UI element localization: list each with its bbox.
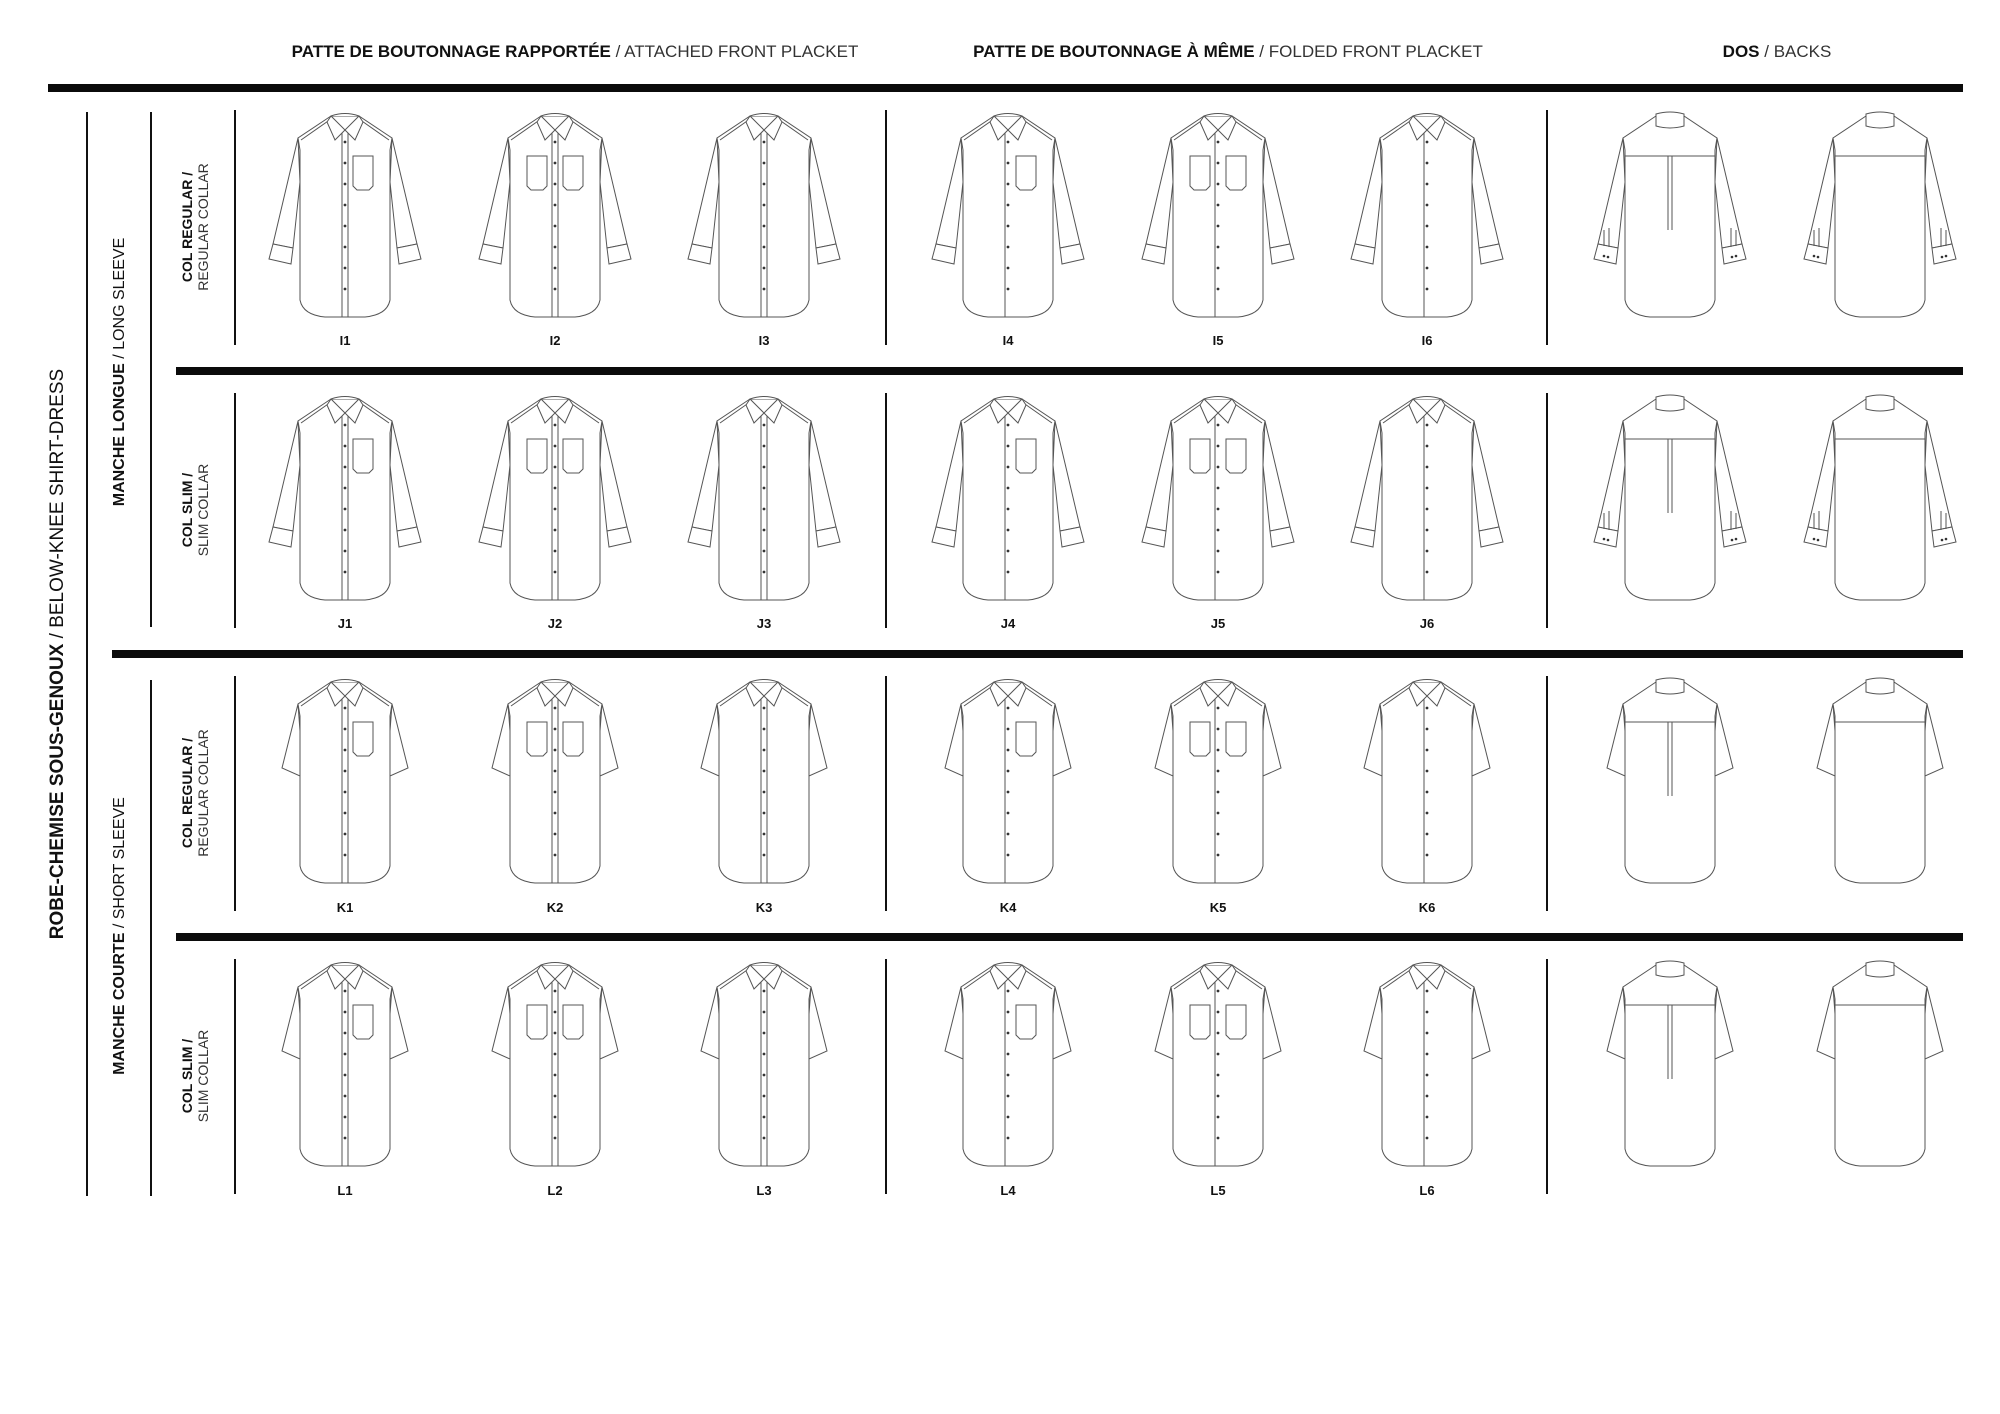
- shirt-back-drawing: [1606, 960, 1734, 1167]
- shirt-front-drawing: [268, 396, 422, 601]
- collar-label-fr: COL SLIM /: [179, 1038, 195, 1114]
- style-code: I5: [1212, 333, 1224, 348]
- main-group-line: [86, 112, 88, 1196]
- style-code: K3: [755, 900, 773, 915]
- main-label: ROBE-CHEMISE SOUS-GENOUX / BELOW-KNEE SH…: [47, 368, 68, 940]
- shirt-front-drawing: [1141, 396, 1295, 601]
- row-line: [234, 676, 236, 911]
- shirt-back-drawing: [1593, 394, 1747, 601]
- column-header-attached-placket: PATTE DE BOUTONNAGE RAPPORTÉE / ATTACHED…: [291, 42, 859, 61]
- style-code: K4: [999, 900, 1017, 915]
- shirt-front-drawing: [478, 396, 632, 601]
- column-header-backs: DOS / BACKS: [1722, 42, 1832, 61]
- shirt-front-drawing: [1363, 962, 1491, 1167]
- style-code: L4: [1000, 1183, 1016, 1198]
- column-separator: [885, 676, 887, 911]
- collar-label-fr: COL SLIM /: [179, 472, 195, 548]
- sleeve-group-line: [150, 112, 152, 627]
- column-separator: [1546, 393, 1548, 628]
- sleeve-label-short: MANCHE COURTE / SHORT SLEEVE: [111, 797, 128, 1075]
- shirt-front-drawing: [687, 396, 841, 601]
- group-divider: [112, 650, 1963, 658]
- style-code: J3: [756, 616, 772, 631]
- shirt-front-drawing: [687, 113, 841, 318]
- column-separator: [885, 393, 887, 628]
- style-code: J1: [337, 616, 353, 631]
- shirt-front-drawing: [944, 679, 1072, 884]
- style-code: K2: [546, 900, 564, 915]
- collar-label: COL SLIM /SLIM COLLAR: [179, 1030, 211, 1123]
- style-code: I3: [758, 333, 770, 348]
- shirt-front-drawing: [700, 962, 828, 1167]
- shirt-front-drawing: [1363, 679, 1491, 884]
- shirt-back-drawing: [1593, 111, 1747, 318]
- sleeve-label-long: MANCHE LONGUE / LONG SLEEVE: [111, 237, 128, 507]
- row-line: [234, 959, 236, 1194]
- shirt-front-drawing: [931, 396, 1085, 601]
- style-code: L5: [1210, 1183, 1226, 1198]
- style-code: J6: [1419, 616, 1435, 631]
- top-divider: [48, 84, 1963, 92]
- collar-label-fr: COL REGULAR /: [179, 737, 195, 849]
- collar-label-en: SLIM COLLAR: [195, 1029, 211, 1123]
- shirt-front-drawing: [1154, 679, 1282, 884]
- row-line: [234, 110, 236, 345]
- row-divider: [176, 933, 1963, 941]
- collar-label: COL SLIM /SLIM COLLAR: [179, 464, 211, 557]
- collar-label-fr: COL REGULAR /: [179, 171, 195, 283]
- style-code: I4: [1002, 333, 1014, 348]
- style-code: K6: [1418, 900, 1436, 915]
- shirt-back-drawing: [1816, 960, 1944, 1167]
- collar-label-en: REGULAR COLLAR: [195, 163, 211, 291]
- style-code: J2: [547, 616, 563, 631]
- shirt-front-drawing: [491, 679, 619, 884]
- shirt-front-drawing: [944, 962, 1072, 1167]
- collar-label-en: SLIM COLLAR: [195, 463, 211, 557]
- collar-label-en: REGULAR COLLAR: [195, 729, 211, 857]
- column-separator: [885, 110, 887, 345]
- shirt-front-drawing: [700, 679, 828, 884]
- style-code: I1: [339, 333, 351, 348]
- shirt-front-drawing: [1350, 113, 1504, 318]
- style-code: K5: [1209, 900, 1227, 915]
- shirt-back-drawing: [1803, 111, 1957, 318]
- style-code: L1: [337, 1183, 353, 1198]
- shirt-front-drawing: [1154, 962, 1282, 1167]
- column-separator: [1546, 676, 1548, 911]
- shirt-front-drawing: [281, 962, 409, 1167]
- column-separator: [885, 959, 887, 1194]
- style-code: J5: [1210, 616, 1226, 631]
- row-line: [234, 393, 236, 628]
- shirt-front-drawing: [491, 962, 619, 1167]
- style-code: L3: [756, 1183, 772, 1198]
- shirt-back-drawing: [1606, 677, 1734, 884]
- shirt-back-drawing: [1816, 677, 1944, 884]
- sleeve-group-line: [150, 680, 152, 1196]
- column-separator: [1546, 110, 1548, 345]
- shirt-back-drawing: [1803, 394, 1957, 601]
- shirt-front-drawing: [281, 679, 409, 884]
- style-code: I6: [1421, 333, 1433, 348]
- shirt-front-drawing: [1141, 113, 1295, 318]
- shirt-front-drawing: [1350, 396, 1504, 601]
- column-header-folded-placket: PATTE DE BOUTONNAGE À MÊME / FOLDED FRON…: [973, 42, 1483, 61]
- shirt-front-drawing: [268, 113, 422, 318]
- row-divider: [176, 367, 1963, 375]
- style-code: L2: [547, 1183, 563, 1198]
- collar-label: COL REGULAR /REGULAR COLLAR: [179, 163, 211, 291]
- style-code: L6: [1419, 1183, 1435, 1198]
- column-separator: [1546, 959, 1548, 1194]
- shirt-front-drawing: [931, 113, 1085, 318]
- shirt-front-drawing: [478, 113, 632, 318]
- collar-label: COL REGULAR /REGULAR COLLAR: [179, 729, 211, 857]
- style-code: K1: [336, 900, 354, 915]
- style-code: I2: [549, 333, 561, 348]
- style-code: J4: [1000, 616, 1016, 631]
